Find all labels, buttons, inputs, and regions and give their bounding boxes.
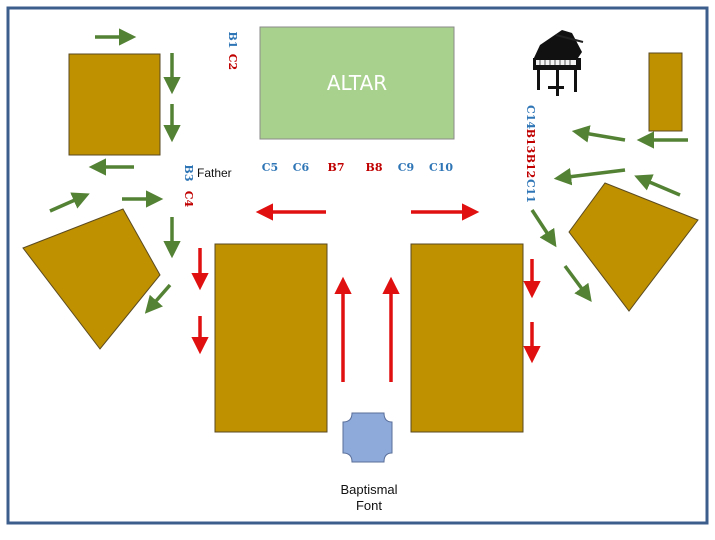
procession-arrows [49,28,688,382]
baptismal-font-label-line1: Baptismal [340,482,397,497]
green-arrow-20 [634,174,681,197]
altar-box [259,26,455,140]
pew-left-angled [22,208,161,350]
father-label: Father [197,166,232,180]
pew-center-left [214,243,328,433]
pew-right-angled [568,182,699,312]
pew-top-left [68,53,161,156]
altar-label: ALTAR [327,71,387,95]
seat-label-b1: B1 [226,32,239,49]
green-arrow-21 [530,209,557,248]
seat-label-c6: C6 [293,161,310,174]
green-arrow-19 [553,167,626,186]
seat-label-c9: C9 [398,161,414,174]
seat-label-c4: C4 [182,191,195,208]
seat-label-b7: B7 [328,161,345,174]
baptismal-font-shape [342,412,393,463]
pew-top-right [648,52,683,132]
baptismal-font: Baptismal Font [340,412,398,513]
pew-center-right [410,243,524,433]
grand-piano-icon [533,30,584,96]
seat-label-c10: C10 [429,161,453,174]
green-arrow-22 [563,264,592,303]
seat-label-c2: C2 [226,54,239,70]
seat-label-b3: B3 [182,165,195,182]
green-arrow-13 [49,192,90,213]
seat-label-c5: C5 [262,161,278,174]
seat-label-b8: B8 [366,161,383,174]
green-arrow-16 [144,283,172,314]
seat-label-b12: B12 [524,154,537,179]
seat-label-b13: B13 [524,129,537,154]
seat-label-c11: C11 [524,179,537,203]
green-arrow-18 [571,125,626,143]
baptismal-font-label-line2: Font [356,498,382,513]
altar: ALTAR [259,26,455,140]
seat-label-c14: C14 [524,105,537,129]
